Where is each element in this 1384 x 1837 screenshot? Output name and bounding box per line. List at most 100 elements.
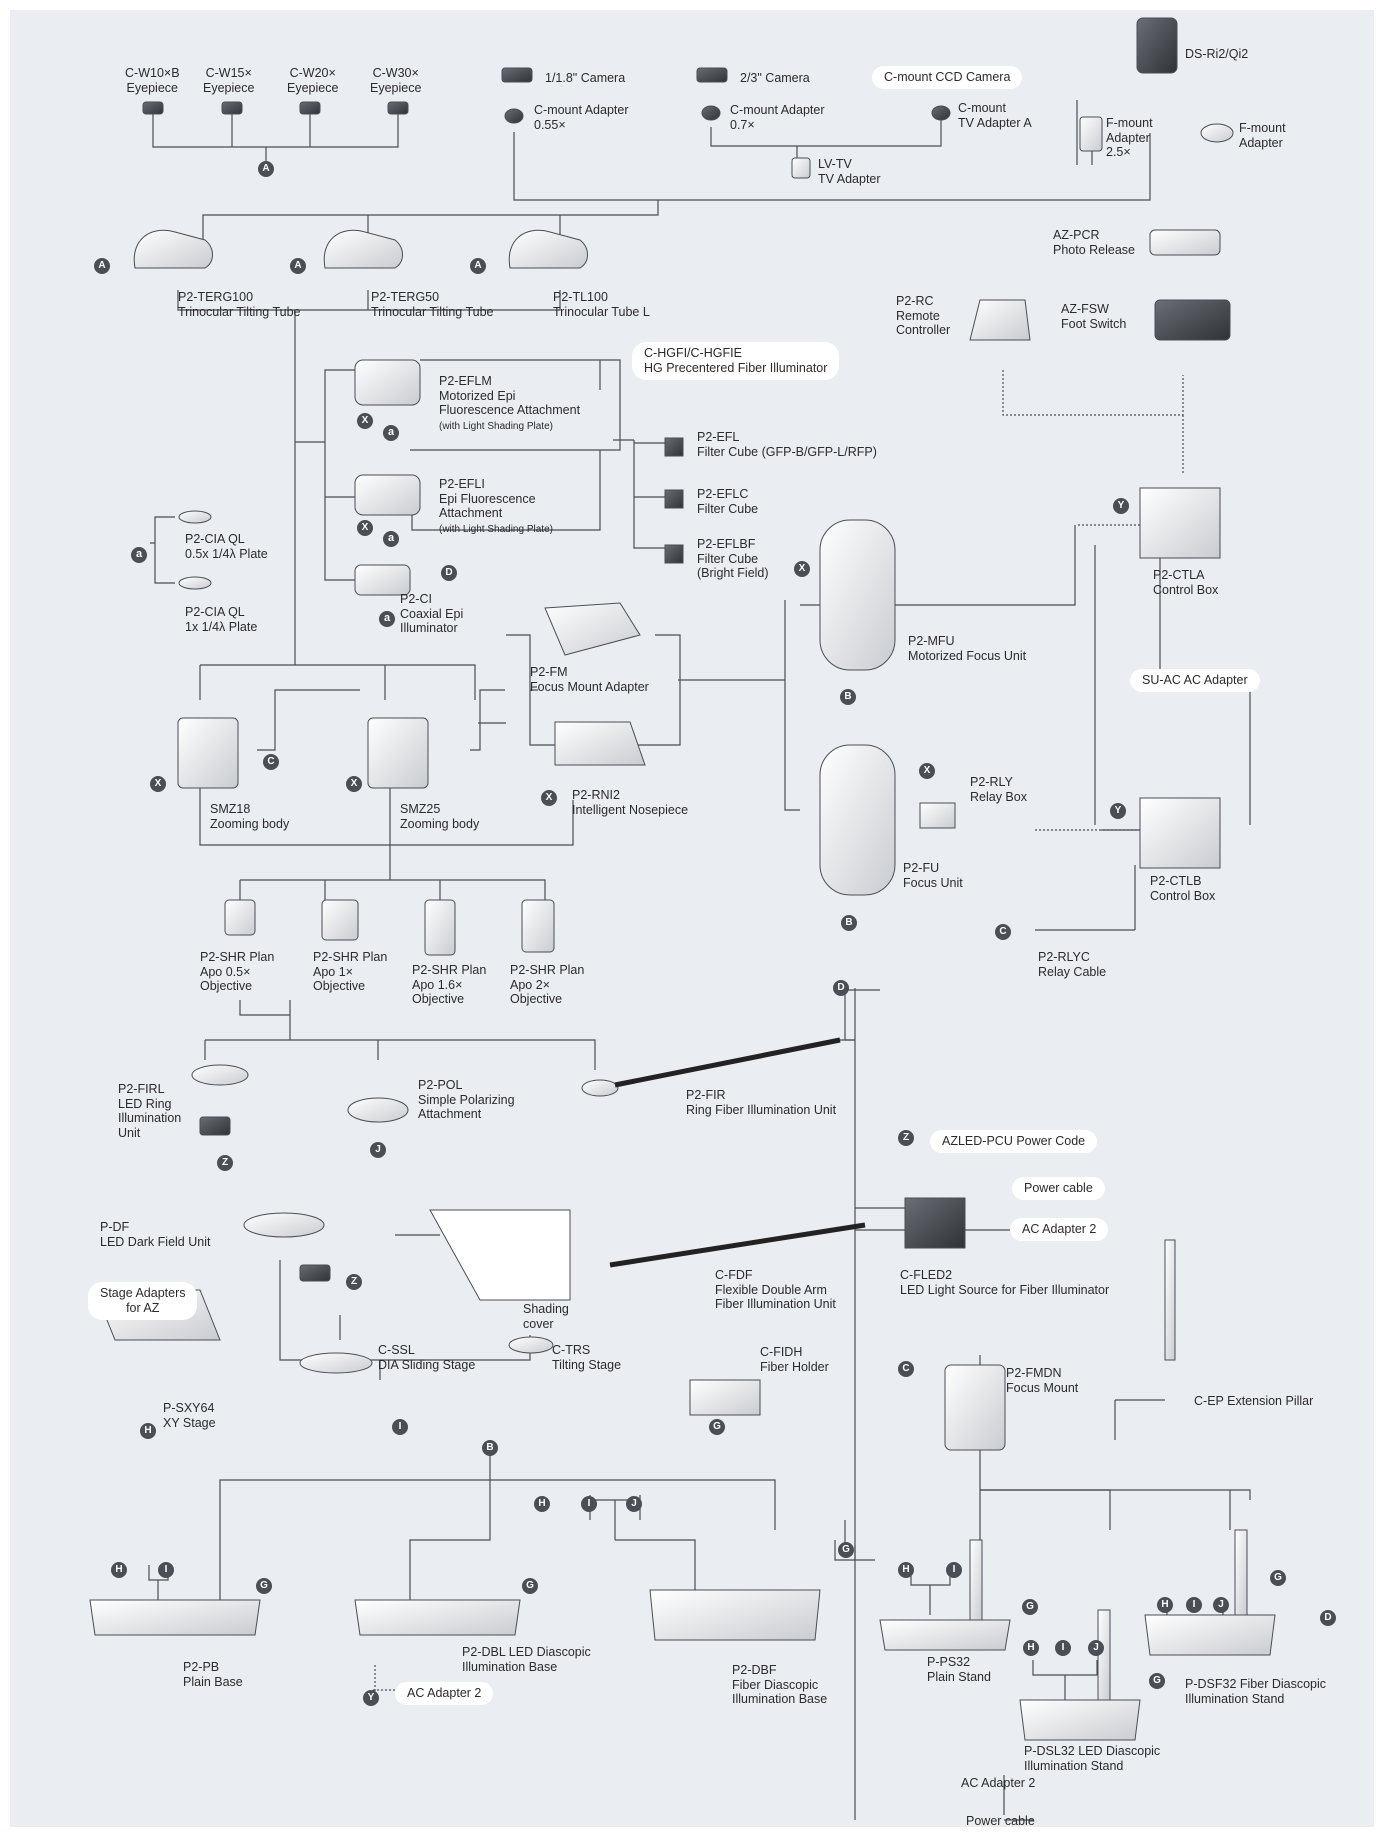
- label-w15-eyepiece: C-W15× Eyepiece: [203, 66, 255, 95]
- label-dbl: P2-DBL LED Diascopic Illumination Base: [462, 1645, 591, 1674]
- plate-icon: [178, 576, 212, 590]
- label-shr2: P2-SHR Plan Apo 2× Objective: [510, 963, 585, 1006]
- label-efl-m: P2-EFLM Motorized Epi Fluorescence Attac…: [439, 374, 580, 434]
- badge-j: J: [370, 1142, 386, 1158]
- badge-d: D: [833, 980, 849, 996]
- fiber-cable: [614, 1037, 841, 1088]
- badge-h: H: [1023, 1640, 1039, 1656]
- label-terg50: P2-TERG50 Trinocular Tilting Tube: [371, 290, 494, 319]
- badge-i: I: [1055, 1640, 1071, 1656]
- foot-switch-icon: [1154, 299, 1231, 341]
- badge-d: D: [441, 565, 457, 581]
- label-p2-fm: P2-FM Focus Mount Adapter: [530, 665, 649, 694]
- label-cia-ql-05: P2-CIA QL 0.5x 1/4λ Plate: [185, 532, 268, 561]
- label-cmount-07: C-mount Adapter 0.7×: [730, 103, 825, 132]
- fiber-arm: [609, 1222, 866, 1268]
- focus-mount-adapter-icon: [544, 602, 641, 656]
- badge-g: G: [838, 1542, 854, 1558]
- remote-controller-icon: [969, 299, 1031, 341]
- badge-g: G: [522, 1578, 538, 1594]
- badge-g: G: [1270, 1570, 1286, 1586]
- ring-led-icon: [191, 1064, 249, 1086]
- label-power-cable-bottom: Power cable: [966, 1814, 1035, 1828]
- badge-z: Z: [217, 1155, 233, 1171]
- zoom-body-icon: [177, 717, 239, 789]
- label-rlyc: P2-RLYC Relay Cable: [1038, 950, 1107, 979]
- label-ds-ri2: DS-Ri2/Qi2: [1185, 47, 1249, 61]
- badge-c: C: [898, 1361, 914, 1377]
- label-shr1: P2-SHR Plan Apo 1× Objective: [313, 950, 388, 993]
- relay-box-icon: [919, 802, 956, 829]
- label-pb: P2-PB Plain Base: [183, 1660, 243, 1689]
- eyepiece-icons: [142, 101, 409, 115]
- pill-hgfi: C-HGFI/C-HGFIE HG Precentered Fiber Illu…: [632, 342, 840, 380]
- coaxial-epi-icon: [354, 564, 411, 596]
- label-fled2: C-FLED2 LED Light Source for Fiber Illum…: [900, 1268, 1110, 1297]
- tilting-stage-icon: [508, 1336, 554, 1354]
- label-mfu: P2-MFU Motorized Focus Unit: [908, 634, 1027, 663]
- plain-stand-icon: [879, 1619, 1011, 1651]
- label-dbf: P2-DBF Fiber Diascopic Illumination Base: [732, 1663, 828, 1706]
- badge-c: C: [995, 924, 1011, 940]
- label-fmount-25: F-mount Adapter 2.5×: [1106, 116, 1153, 159]
- pill-azled: AZLED-PCU Power Code: [930, 1130, 1098, 1153]
- filter-cube-icon: [664, 437, 684, 457]
- badge-x: X: [794, 561, 810, 577]
- badge-g: G: [1149, 1673, 1165, 1689]
- badge-a: A: [258, 161, 274, 177]
- label-w20-eyepiece: C-W20× Eyepiece: [287, 66, 339, 95]
- badge-x: X: [150, 776, 166, 792]
- label-shr16: P2-SHR Plan Apo 1.6× Objective: [412, 963, 487, 1006]
- label-p2-rc: P2-RC Remote Controller: [896, 294, 951, 337]
- badge-z: Z: [898, 1130, 914, 1146]
- label-terg100: P2-TERG100 Trinocular Tilting Tube: [178, 290, 301, 319]
- dsf-stand-icon: [1144, 1614, 1276, 1656]
- sliding-stage-icon: [299, 1352, 373, 1374]
- badge-b: B: [482, 1440, 498, 1456]
- dbl-base-icon: [354, 1599, 521, 1636]
- plain-base-icon: [89, 1599, 261, 1636]
- badge-h: H: [111, 1562, 127, 1578]
- badge-i: I: [946, 1562, 962, 1578]
- badge-g: G: [1022, 1599, 1038, 1615]
- pill-ac-adapter: AC Adapter 2: [1010, 1218, 1109, 1241]
- label-dsf32: P-DSF32 Fiber Diascopic Illumination Sta…: [1185, 1677, 1327, 1706]
- label-camera-23: 2/3" Camera: [740, 71, 810, 85]
- ring-fiber-icon: [581, 1079, 619, 1097]
- stand-pillar-icon: [1234, 1529, 1248, 1616]
- efl-i-note: (with Light Shading Plate): [439, 523, 553, 535]
- badge-a: A: [94, 258, 110, 274]
- badge-a-lower: a: [379, 611, 395, 627]
- label-w10-eyepiece: C-W10×B Eyepiece: [125, 66, 180, 95]
- badge-g: G: [256, 1578, 272, 1594]
- label-efl: P2-EFL Filter Cube (GFP-B/GFP-L/RFP): [697, 430, 877, 459]
- label-tl100: P2-TL100 Trinocular Tube L: [553, 290, 650, 319]
- efl-m-main: P2-EFLM Motorized Epi Fluorescence Attac…: [439, 374, 581, 417]
- tube-icons: [133, 229, 588, 269]
- stand-pillar-icon: [969, 1539, 983, 1621]
- label-trs: C-TRS Tilting Stage: [552, 1343, 622, 1372]
- badge-x: X: [541, 790, 557, 806]
- label-pdf: P-DF LED Dark Field Unit: [100, 1220, 211, 1249]
- led-controller-icon: [199, 1116, 231, 1136]
- badge-b: B: [841, 915, 857, 931]
- label-shading: Shading cover: [523, 1302, 569, 1331]
- label-lv-tv: LV-TV TV Adapter: [818, 157, 881, 186]
- label-fidh: C-FIDH Fiber Holder: [760, 1345, 829, 1374]
- badge-j: J: [1088, 1640, 1104, 1656]
- label-cep: C-EP Extension Pillar: [1194, 1394, 1314, 1408]
- focus-unit-icon: [819, 744, 896, 896]
- label-pol: P2-POL Simple Polarizing Attachment: [418, 1078, 515, 1121]
- badge-i: I: [1186, 1597, 1202, 1613]
- led-light-source-icon: [904, 1197, 966, 1249]
- fiber-holder-icon: [689, 1379, 761, 1416]
- nosepiece-icon: [554, 721, 646, 766]
- label-w30-eyepiece: C-W30× Eyepiece: [370, 66, 422, 95]
- label-eflc: P2-EFLC Filter Cube: [697, 487, 759, 516]
- label-smz18: SMZ18 Zooming body: [210, 802, 290, 831]
- dark-field-controller-icon: [299, 1264, 331, 1282]
- extension-pillar-icon: [1164, 1239, 1176, 1361]
- epi-flm-icon: [354, 359, 421, 406]
- label-rly: P2-RLY Relay Box: [970, 775, 1027, 804]
- label-sxy64: P-SXY64 XY Stage: [163, 1401, 216, 1430]
